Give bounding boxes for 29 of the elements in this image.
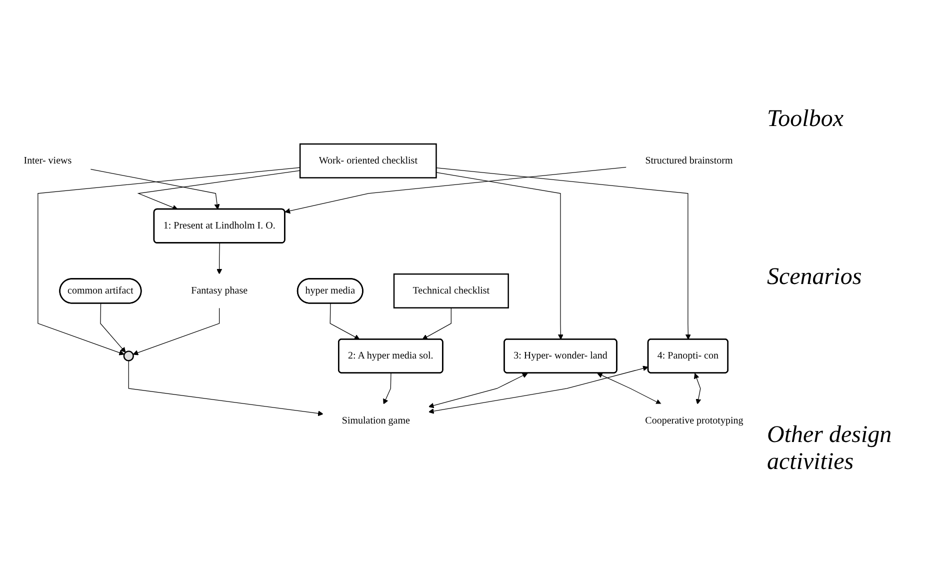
arrow	[436, 168, 691, 340]
arrow	[383, 372, 392, 404]
arrow	[100, 303, 126, 353]
layer-label: Toolbox	[767, 106, 844, 133]
layer-label: Other design activities	[767, 422, 893, 476]
node-text: Simulation game	[342, 415, 410, 426]
arrow	[284, 166, 627, 214]
node-text: Fantasy phase	[191, 285, 248, 296]
arrow	[132, 308, 220, 356]
node-box	[393, 274, 509, 308]
node-text: Cooperative prototyping	[645, 415, 744, 426]
node-text: Inter- views	[24, 155, 72, 166]
arrow	[137, 170, 300, 210]
arrow	[38, 167, 300, 356]
arrow	[597, 372, 662, 404]
arrow	[128, 360, 324, 416]
arrow	[428, 366, 648, 414]
arrow	[428, 373, 528, 408]
node-cloud	[123, 350, 134, 362]
layer-label: Scenarios	[767, 264, 863, 291]
arrow	[90, 168, 220, 210]
arrow	[694, 373, 702, 404]
arrow	[422, 308, 452, 340]
arrow	[436, 172, 564, 340]
node-text: Structured brainstorm	[645, 155, 733, 166]
arrow	[216, 242, 222, 274]
diagram: Work- oriented checklist common artifact hyper media Technical checklist 1: Present at Lindholm I. O. 2: A hyper media sol. 3: Hyper- wonder- land 4: Panopti- con Inter- views Structured brainstorm Fantasy phase Simulation game Cooperative prototyping	[0, 139, 767, 443]
arrow	[330, 303, 360, 340]
node-box	[299, 143, 437, 178]
